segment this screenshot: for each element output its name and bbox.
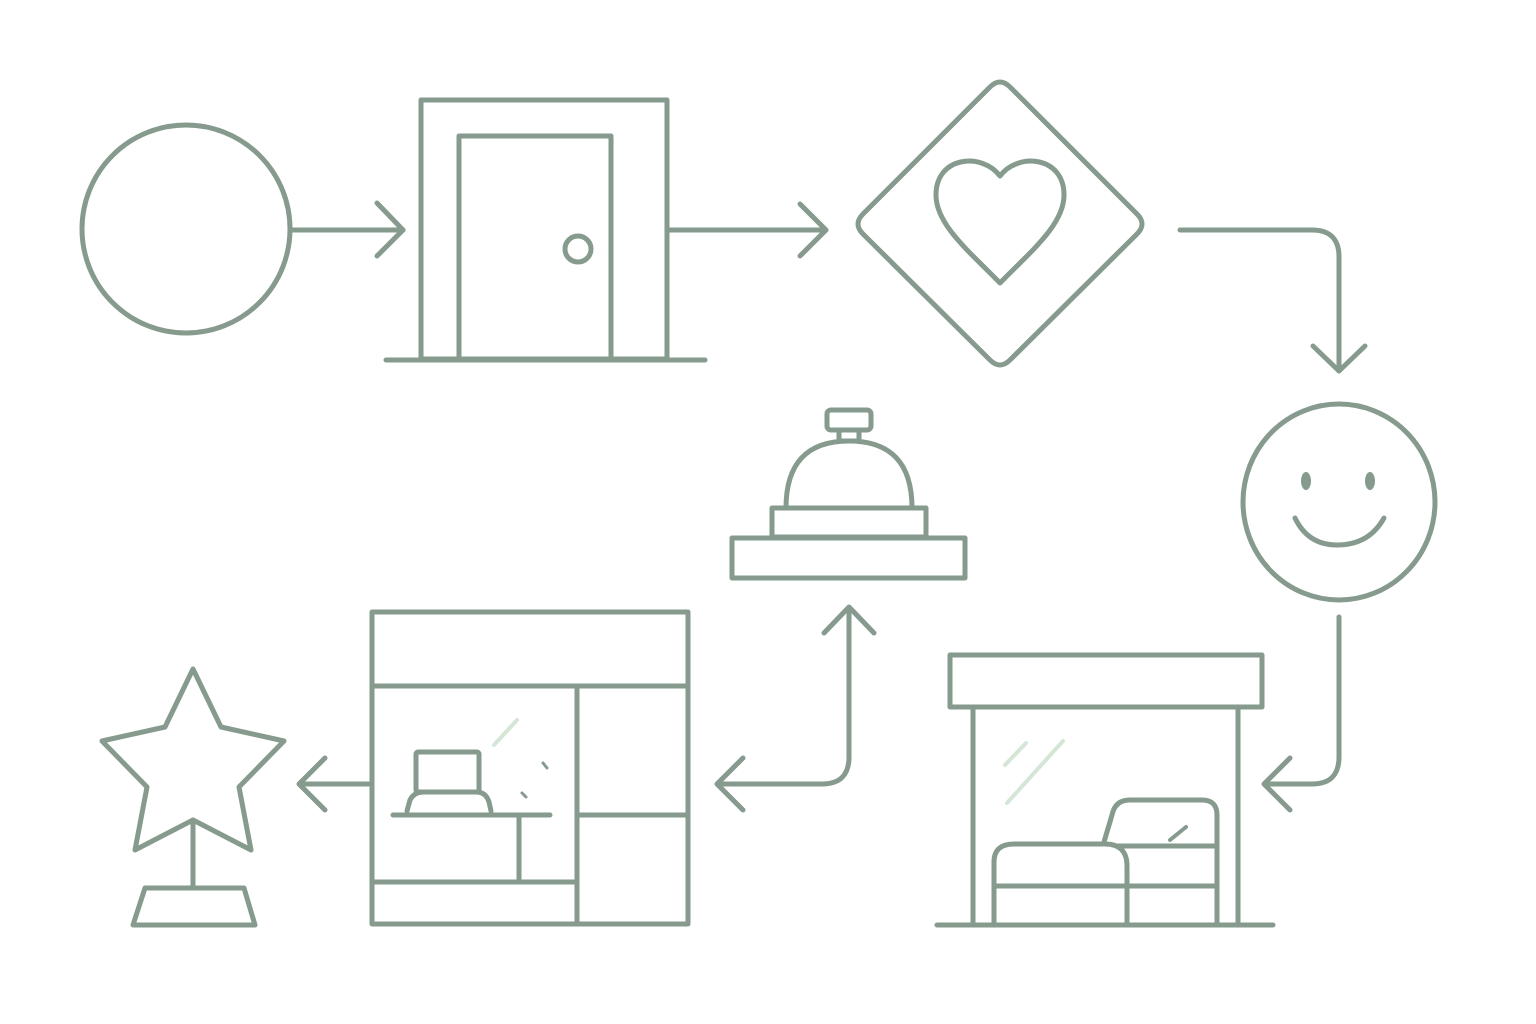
bedroom-icon [934,652,1276,928]
arrow-lobby-to-star [296,755,372,813]
star-trophy-icon [99,666,287,928]
front-desk-icon [369,609,691,927]
arrow-heart-to-smiley [1177,227,1368,374]
door-icon [383,97,708,363]
heart-diamond-icon [855,79,1145,368]
arrow-lobby-to-bell [714,604,877,813]
check-circle-icon [79,122,293,336]
arrow-check-to-door [288,200,406,259]
arrow-door-to-heart [666,201,829,259]
service-bell-icon [729,407,968,581]
arrow-smiley-to-room [1261,614,1342,813]
smiley-face-icon [1240,401,1438,603]
